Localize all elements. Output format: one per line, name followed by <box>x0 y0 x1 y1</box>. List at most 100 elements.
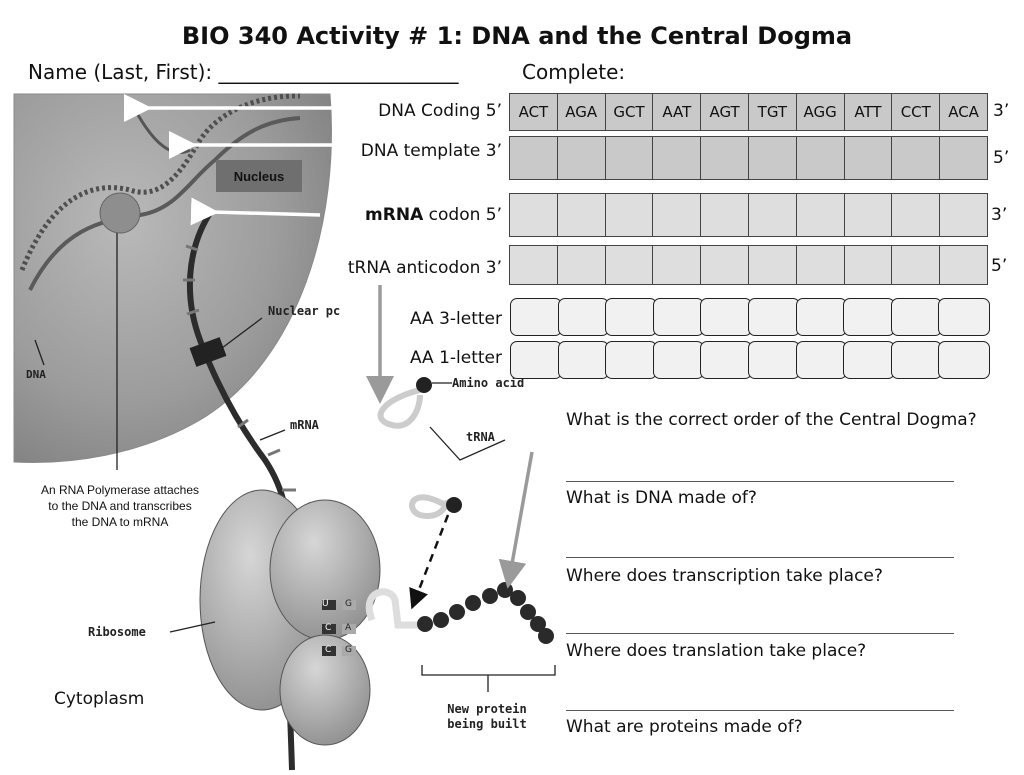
answer-line[interactable] <box>566 557 954 558</box>
mrna-row <box>509 193 988 237</box>
answer-cell[interactable] <box>940 246 987 284</box>
answer-cell[interactable] <box>510 194 558 236</box>
answer-cell[interactable] <box>653 194 702 236</box>
aa1-box[interactable] <box>557 341 610 379</box>
dna-template-end: 5’ <box>993 148 1010 168</box>
answer-cell[interactable] <box>797 194 845 236</box>
codon-letter: A <box>345 623 352 633</box>
ribosome-small <box>269 499 381 641</box>
codon-cell: ATT <box>845 94 893 130</box>
aa1-label: AA 1-letter <box>409 348 502 368</box>
aa1-box[interactable] <box>795 341 848 379</box>
aa1-box[interactable] <box>700 341 752 379</box>
answer-cell[interactable] <box>845 137 893 179</box>
answer-cell[interactable] <box>797 246 845 284</box>
protein-chain <box>417 582 554 644</box>
codon-cell: AGG <box>797 94 845 130</box>
cytoplasm-label: Cytoplasm <box>54 689 145 709</box>
aa1-box[interactable] <box>605 341 657 379</box>
aa1-row <box>510 341 990 379</box>
aa3-box[interactable] <box>938 298 990 336</box>
codon-cell: TGT <box>749 94 797 130</box>
aa3-box[interactable] <box>890 298 943 336</box>
aa3-box[interactable] <box>747 298 800 336</box>
aa1-box[interactable] <box>938 341 990 379</box>
aa1-box[interactable] <box>510 341 562 379</box>
answer-cell[interactable] <box>653 137 702 179</box>
new-protein-line-1: New protein <box>447 702 527 716</box>
aa1-box[interactable] <box>890 341 943 379</box>
answer-cell[interactable] <box>606 137 654 179</box>
mrna-label: mRNA <box>290 418 319 432</box>
answer-cell[interactable] <box>940 137 987 179</box>
aa3-box[interactable] <box>652 298 705 336</box>
aa3-box[interactable] <box>795 298 848 336</box>
answer-cell[interactable] <box>558 194 606 236</box>
answer-cell[interactable] <box>510 246 558 284</box>
answer-line[interactable] <box>566 633 954 634</box>
answer-cell[interactable] <box>606 194 654 236</box>
aa1-box[interactable] <box>652 341 705 379</box>
answer-cell[interactable] <box>892 246 941 284</box>
answer-cell[interactable] <box>749 137 797 179</box>
answer-cell[interactable] <box>845 194 893 236</box>
mrna-label-row: mRNA codon 5’ <box>282 205 502 225</box>
page-title: BIO 340 Activity # 1: DNA and the Centra… <box>181 22 853 50</box>
answer-cell[interactable] <box>892 194 941 236</box>
name-field[interactable]: Name (Last, First): ____________________… <box>28 60 459 84</box>
codon-cell: AAT <box>653 94 702 130</box>
answer-cell[interactable] <box>845 246 893 284</box>
ribosome-label: Ribosome <box>88 625 146 639</box>
dna-coding-end: 3’ <box>993 101 1010 121</box>
aa1-box[interactable] <box>747 341 800 379</box>
answer-cell[interactable] <box>797 137 845 179</box>
trna-end: 5’ <box>991 256 1008 276</box>
trna-hook-mid <box>409 494 450 519</box>
answer-cell[interactable] <box>892 137 941 179</box>
codon-letter: U <box>322 599 329 609</box>
answer-cell[interactable] <box>510 137 558 179</box>
codon-letter: G <box>345 599 352 609</box>
codon-letter: G <box>345 645 352 655</box>
rna-polymerase <box>99 192 141 234</box>
codon-letter: C <box>325 623 332 633</box>
question-translation: Where does translation take place? <box>566 641 867 661</box>
aa3-box[interactable] <box>557 298 610 336</box>
dna-label: DNA <box>26 368 46 381</box>
aa3-row <box>510 298 990 336</box>
trna-label-row: tRNA anticodon 3’ <box>347 258 502 278</box>
answer-cell[interactable] <box>558 246 606 284</box>
nucleus-label: Nucleus <box>216 160 302 192</box>
dna-template-label: DNA template 3’ <box>360 141 502 161</box>
answer-cell[interactable] <box>606 246 654 284</box>
amino-acid-label: Amino acid <box>452 376 525 390</box>
mrna-rest: codon 5’ <box>423 205 502 225</box>
dna-helix <box>19 93 301 271</box>
trna-hook-top <box>377 387 423 429</box>
answer-cell[interactable] <box>749 246 797 284</box>
dna-template-row <box>509 136 988 180</box>
codon-cell: CCT <box>892 94 941 130</box>
aa3-box[interactable] <box>700 298 752 336</box>
codon-cell: AGT <box>701 94 749 130</box>
answer-cell[interactable] <box>701 137 749 179</box>
answer-cell[interactable] <box>558 137 606 179</box>
codon-cell: AGA <box>558 94 606 130</box>
aa1-box[interactable] <box>843 341 895 379</box>
answer-line[interactable] <box>566 481 954 482</box>
codon-cell: ACT <box>510 94 558 130</box>
answer-cell[interactable] <box>701 246 749 284</box>
codon-cell: GCT <box>606 94 654 130</box>
answer-cell[interactable] <box>653 246 702 284</box>
nuclear-pore <box>189 337 227 367</box>
answer-cell[interactable] <box>701 194 749 236</box>
nuclear-pore-label: Nuclear pc <box>268 304 341 318</box>
answer-cell[interactable] <box>749 194 797 236</box>
aa3-box[interactable] <box>605 298 657 336</box>
trna-row <box>509 245 988 285</box>
question-proteins-made-of: What are proteins made of? <box>566 717 803 737</box>
answer-cell[interactable] <box>940 194 987 236</box>
aa3-box[interactable] <box>510 298 562 336</box>
aa3-box[interactable] <box>843 298 895 336</box>
answer-line[interactable] <box>566 710 954 711</box>
